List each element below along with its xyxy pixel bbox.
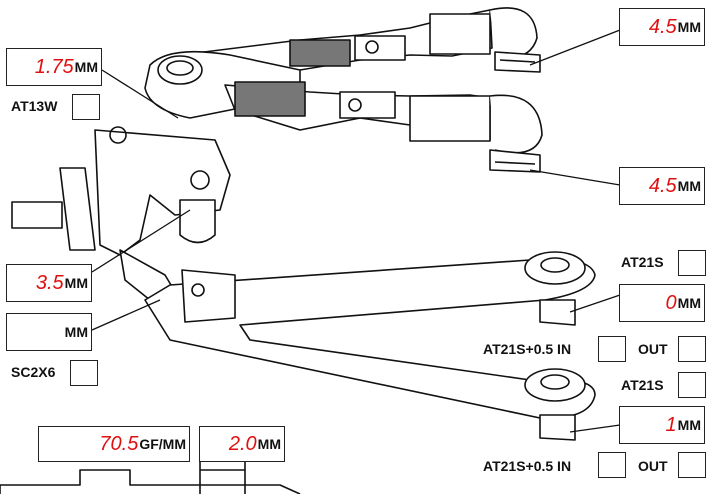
measurement-value: 70.5 bbox=[99, 433, 139, 455]
out-upper-label: OUT bbox=[638, 341, 668, 357]
leader-lines bbox=[91, 29, 621, 433]
lower-arm bbox=[144, 251, 596, 441]
measurement-unit: MM bbox=[677, 178, 701, 194]
measurement-unit: GF/MM bbox=[139, 436, 186, 452]
out-lower-label: OUT bbox=[638, 458, 668, 474]
out-lower-checkbox[interactable] bbox=[678, 452, 706, 478]
steering-knuckle bbox=[11, 126, 231, 301]
measurement-value: 4.5 bbox=[648, 175, 677, 197]
at21s-05-in-upper-label: AT21S+0.5 IN bbox=[483, 341, 572, 357]
measurement-unit: MM bbox=[64, 275, 88, 291]
spring-block bbox=[0, 462, 301, 494]
at21s-lower-checkbox[interactable] bbox=[678, 372, 706, 398]
lower-pivot-shim-box[interactable]: MM bbox=[6, 313, 92, 351]
lower-turnbuckle bbox=[224, 81, 543, 173]
at21s-05-in-upper-checkbox[interactable] bbox=[598, 336, 626, 362]
measurement-unit: MM bbox=[257, 436, 281, 452]
measurement-unit: MM bbox=[64, 324, 88, 340]
measurement-value: 0 bbox=[665, 292, 677, 314]
measurement-unit: MM bbox=[677, 417, 701, 433]
measurement-value: 2.0 bbox=[228, 433, 257, 455]
at13w-label: AT13W bbox=[11, 98, 58, 114]
at13w-checkbox[interactable] bbox=[72, 94, 100, 120]
measurement-unit: MM bbox=[677, 295, 701, 311]
at21s-lower-label: AT21S bbox=[621, 377, 664, 393]
measurement-unit: MM bbox=[677, 19, 701, 35]
measurement-value: 4.5 bbox=[648, 16, 677, 38]
measurement-value: 1.75 bbox=[34, 56, 74, 78]
out-upper-checkbox[interactable] bbox=[678, 336, 706, 362]
sc2x6-label: SC2X6 bbox=[11, 364, 56, 380]
at21s-05-in-lower-checkbox[interactable] bbox=[598, 452, 626, 478]
sc2x6-checkbox[interactable] bbox=[70, 360, 98, 386]
at21s-upper-label: AT21S bbox=[621, 254, 664, 270]
measurement-value: 3.5 bbox=[35, 272, 64, 294]
measurement-value: 1 bbox=[665, 414, 677, 436]
at21s-upper-checkbox[interactable] bbox=[678, 250, 706, 276]
at21s-05-in-lower-label: AT21S+0.5 IN bbox=[483, 458, 572, 474]
measurement-unit: MM bbox=[74, 59, 98, 75]
